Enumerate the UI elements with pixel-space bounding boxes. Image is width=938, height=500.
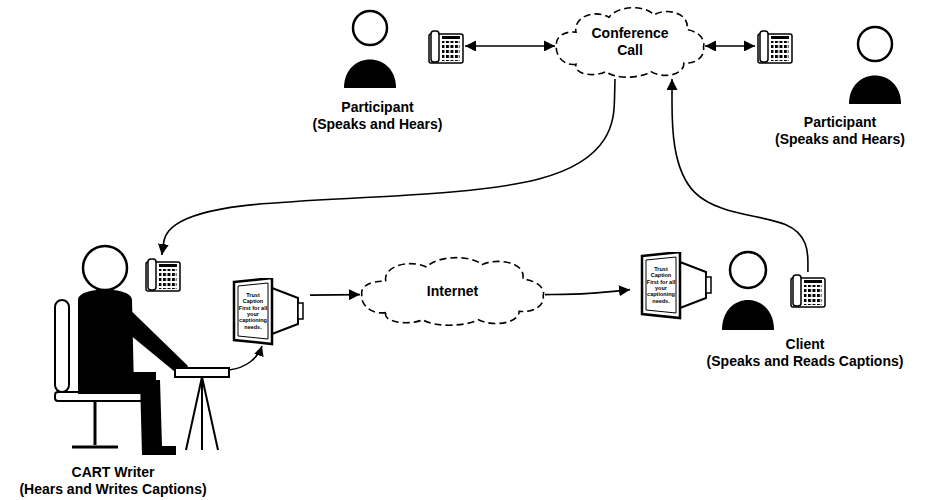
text-holder: Client(Speaks and Reads Captions) [690, 336, 920, 370]
person-group: CART Writer(Hears and Writes Captions) [4, 255, 310, 498]
signal-connector [162, 79, 615, 255]
person-group: Client(Speaks and Reads Captions) [630, 272, 930, 370]
telephone-icon [429, 31, 463, 63]
signal-connector [465, 45, 555, 47]
keyboard-wire [229, 346, 262, 370]
telephone-icon [758, 31, 792, 63]
signal-connector [705, 45, 755, 47]
role-description: (Speaks and Hears) [290, 116, 465, 133]
role-name: Participant [290, 99, 465, 116]
cloud-outline [556, 8, 704, 77]
telephone-icon [146, 259, 180, 291]
role-name: CART Writer [4, 464, 222, 481]
client-figure [722, 252, 774, 330]
text-holder: Conference Call [555, 5, 705, 79]
text-holder: Participant(Speaks and Hears) [755, 114, 925, 148]
telephone-icon [791, 275, 825, 307]
cart-writer-figure [55, 246, 229, 455]
screen-text: Trust Caption First for all your caption… [238, 286, 268, 336]
screen-text: Trust Caption First for all your caption… [646, 260, 676, 310]
signal-connector [545, 290, 630, 295]
network-cloud: Internet [360, 255, 545, 327]
cloud-label: Internet [403, 283, 503, 300]
monitor-icon [234, 278, 303, 344]
text-holder: Participant(Speaks and Hears) [290, 99, 465, 133]
cloud-label: Conference Call [580, 25, 680, 59]
network-cloud: Conference Call [555, 5, 705, 79]
role-description: (Speaks and Reads Captions) [690, 353, 920, 370]
text-holder: CART Writer(Hears and Writes Captions) [4, 464, 222, 498]
person-group: Participant(Speaks and Hears) [755, 20, 925, 148]
role-description: (Speaks and Hears) [755, 131, 925, 148]
role-name: Client [690, 336, 920, 353]
participant-figure [849, 27, 901, 104]
signal-connector [310, 294, 360, 296]
role-description: (Hears and Writes Captions) [4, 481, 222, 498]
participant-figure [344, 11, 396, 88]
signal-connector [672, 79, 808, 272]
text-holder: Internet [360, 255, 545, 327]
person-group: Participant(Speaks and Hears) [290, 8, 465, 133]
monitor-icon [642, 252, 711, 318]
role-name: Participant [755, 114, 925, 131]
cloud-outline [362, 258, 544, 326]
